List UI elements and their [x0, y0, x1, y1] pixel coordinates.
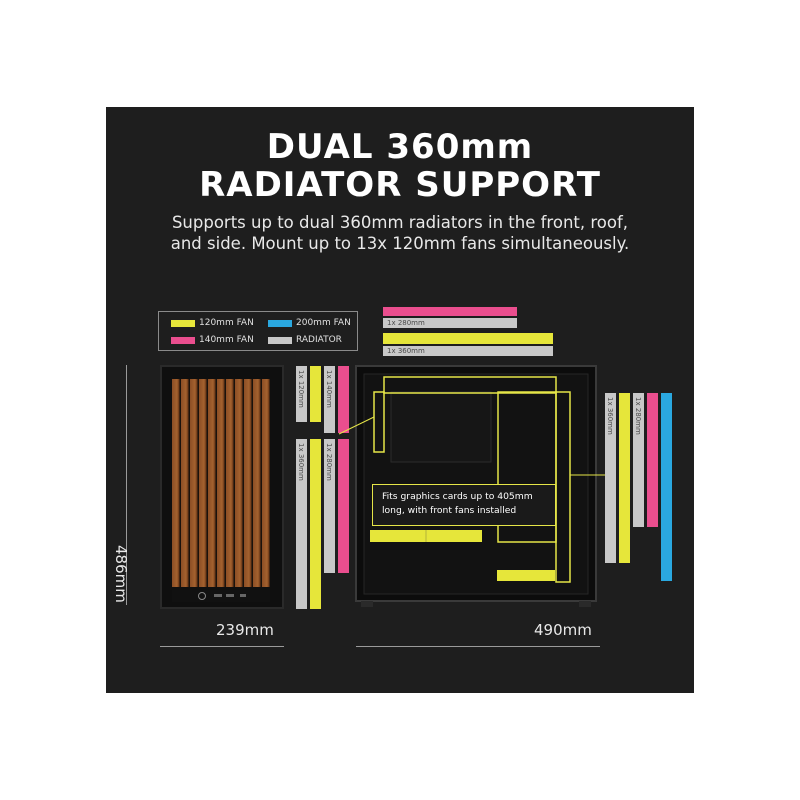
side-360-fans [619, 393, 630, 563]
front-120-fan [310, 366, 321, 422]
wood-slat-panel [172, 379, 270, 587]
front-280-fans [338, 439, 349, 573]
title-line-2: RADIATOR SUPPORT [199, 165, 601, 205]
depth-dimension-line [356, 646, 600, 647]
roof-radiator-outline [383, 376, 557, 394]
title-line-1: DUAL 360mm [266, 127, 534, 167]
motherboard-tray [390, 391, 492, 463]
gpu-clearance-callout: Fits graphics cards up to 405mm long, wi… [372, 484, 556, 526]
legend-label-140mm: 140mm FAN [199, 335, 254, 345]
front-width-label: 239mm [216, 621, 274, 639]
side-mount-outline [555, 391, 571, 583]
legend-swatch-radiator [268, 337, 292, 344]
usb-port [226, 594, 234, 597]
subtitle-line-2: and side. Mount up to 13x 120mm fans sim… [170, 234, 630, 253]
legend-label-200mm: 200mm FAN [296, 318, 351, 328]
front-360-radiator: 1x 360mm [296, 439, 307, 609]
front-140-radiator: 1x 140mm [324, 366, 335, 433]
feature-panel: DUAL 360mm RADIATOR SUPPORT Supports up … [106, 107, 694, 693]
connector-line [338, 416, 375, 435]
power-button[interactable] [198, 592, 206, 600]
front-280-radiator: 1x 280mm [324, 439, 335, 573]
front-120-radiator: 1x 120mm [296, 366, 307, 422]
legend-swatch-200mm [268, 320, 292, 327]
io-port-panel [172, 590, 270, 602]
legend: 120mm FAN 200mm FAN 140mm FAN RADIATOR [158, 311, 358, 351]
height-dimension-line [126, 365, 127, 605]
roof-120mm-fans [383, 333, 553, 344]
side-200-fans [661, 393, 672, 581]
case-front-view [160, 365, 284, 609]
roof-280-label: 1x 280mm [387, 319, 425, 327]
legend-swatch-120mm [171, 320, 195, 327]
callout-line-2: long, with front fans installed [382, 505, 517, 516]
side-280-label: 1x 280mm [634, 397, 642, 435]
height-dimension-label: 486mm [112, 545, 130, 603]
case-foot [361, 601, 373, 607]
subtitle-line-1: Supports up to dual 360mm radiators in t… [171, 213, 629, 232]
usb-c-port [240, 594, 246, 597]
side-360-label: 1x 360mm [606, 397, 614, 435]
callout-line-1: Fits graphics cards up to 405mm [382, 491, 533, 502]
front-width-dimension-line [160, 646, 284, 647]
case-foot [579, 601, 591, 607]
front-360-fans [310, 439, 321, 609]
side-360-radiator: 1x 360mm [605, 393, 616, 563]
side-280-fans [647, 393, 658, 527]
roof-140mm-fans [383, 307, 517, 316]
front-140-fan [338, 366, 349, 433]
roof-280mm-radiator: 1x 280mm [383, 318, 517, 328]
depth-label: 490mm [534, 621, 592, 639]
legend-swatch-140mm [171, 337, 195, 344]
legend-label-120mm: 120mm FAN [199, 318, 254, 328]
legend-label-radiator: RADIATOR [296, 335, 342, 345]
roof-360-label: 1x 360mm [387, 347, 425, 355]
front-radiator-outline [373, 391, 385, 453]
bottom-fan-right [497, 570, 555, 581]
side-280-radiator: 1x 280mm [633, 393, 644, 527]
roof-360mm-radiator: 1x 360mm [383, 346, 553, 356]
usb-port [214, 594, 222, 597]
